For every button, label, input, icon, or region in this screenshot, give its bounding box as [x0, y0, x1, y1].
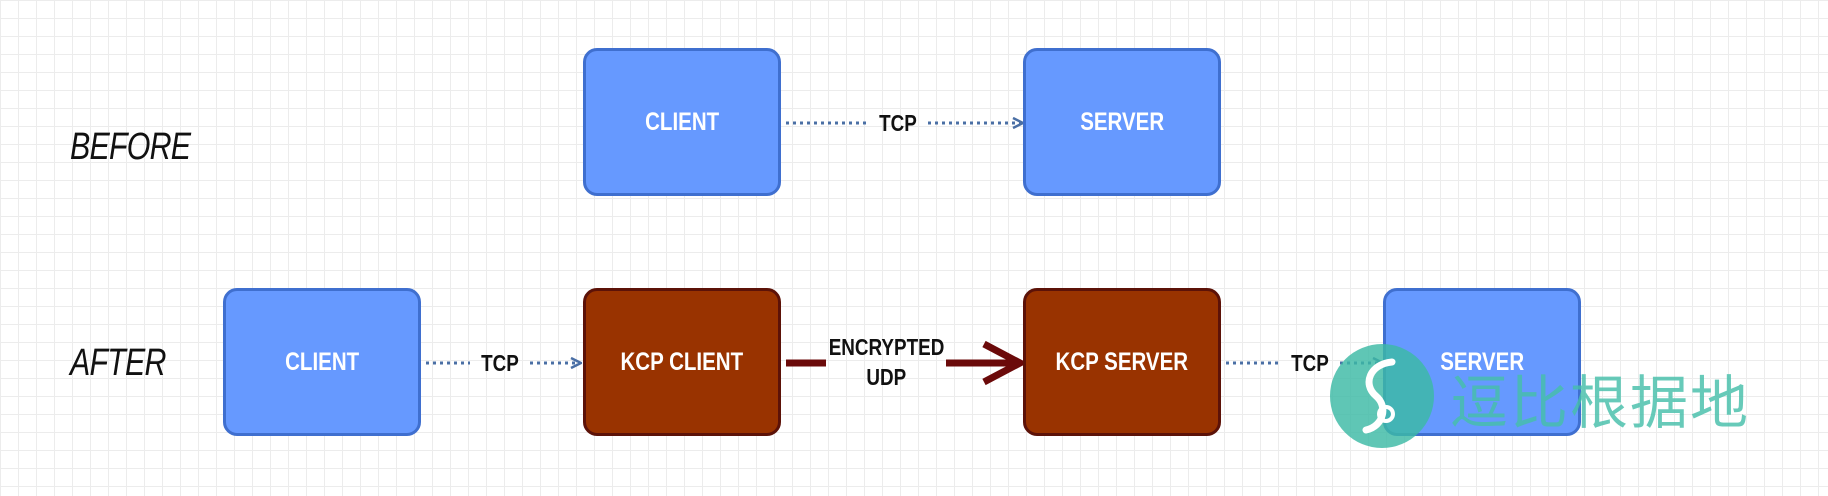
watermark-text: 逗比根据地 [1450, 369, 1751, 437]
after-tcp1-label: TCP [481, 350, 519, 376]
after-client-box: CLIENT [223, 288, 421, 436]
before-server-box: SERVER [1023, 48, 1221, 196]
before-label: BEFORE [70, 126, 191, 168]
after-label: AFTER [70, 342, 166, 384]
after-tcp3-label: TCP [1291, 350, 1329, 376]
encrypted-udp-line2: UDP [866, 364, 906, 390]
before-client-label: CLIENT [644, 107, 720, 136]
encrypted-udp-label: ENCRYPTED UDP [816, 332, 956, 392]
kcp-client-box: KCP CLIENT [583, 288, 781, 436]
after-server-label: SERVER [1440, 347, 1524, 376]
after-client-label: CLIENT [284, 347, 360, 376]
kcp-server-box: KCP SERVER [1023, 288, 1221, 436]
before-server-label: SERVER [1080, 107, 1164, 136]
before-client-box: CLIENT [583, 48, 781, 196]
kcp-client-label: KCP CLIENT [620, 347, 744, 376]
udp-arrowhead [982, 340, 1028, 386]
watermark-logo-icon [1330, 344, 1434, 448]
before-tcp-label: TCP [879, 110, 917, 136]
kcp-server-label: KCP SERVER [1055, 347, 1189, 376]
encrypted-udp-line1: ENCRYPTED [828, 334, 945, 360]
